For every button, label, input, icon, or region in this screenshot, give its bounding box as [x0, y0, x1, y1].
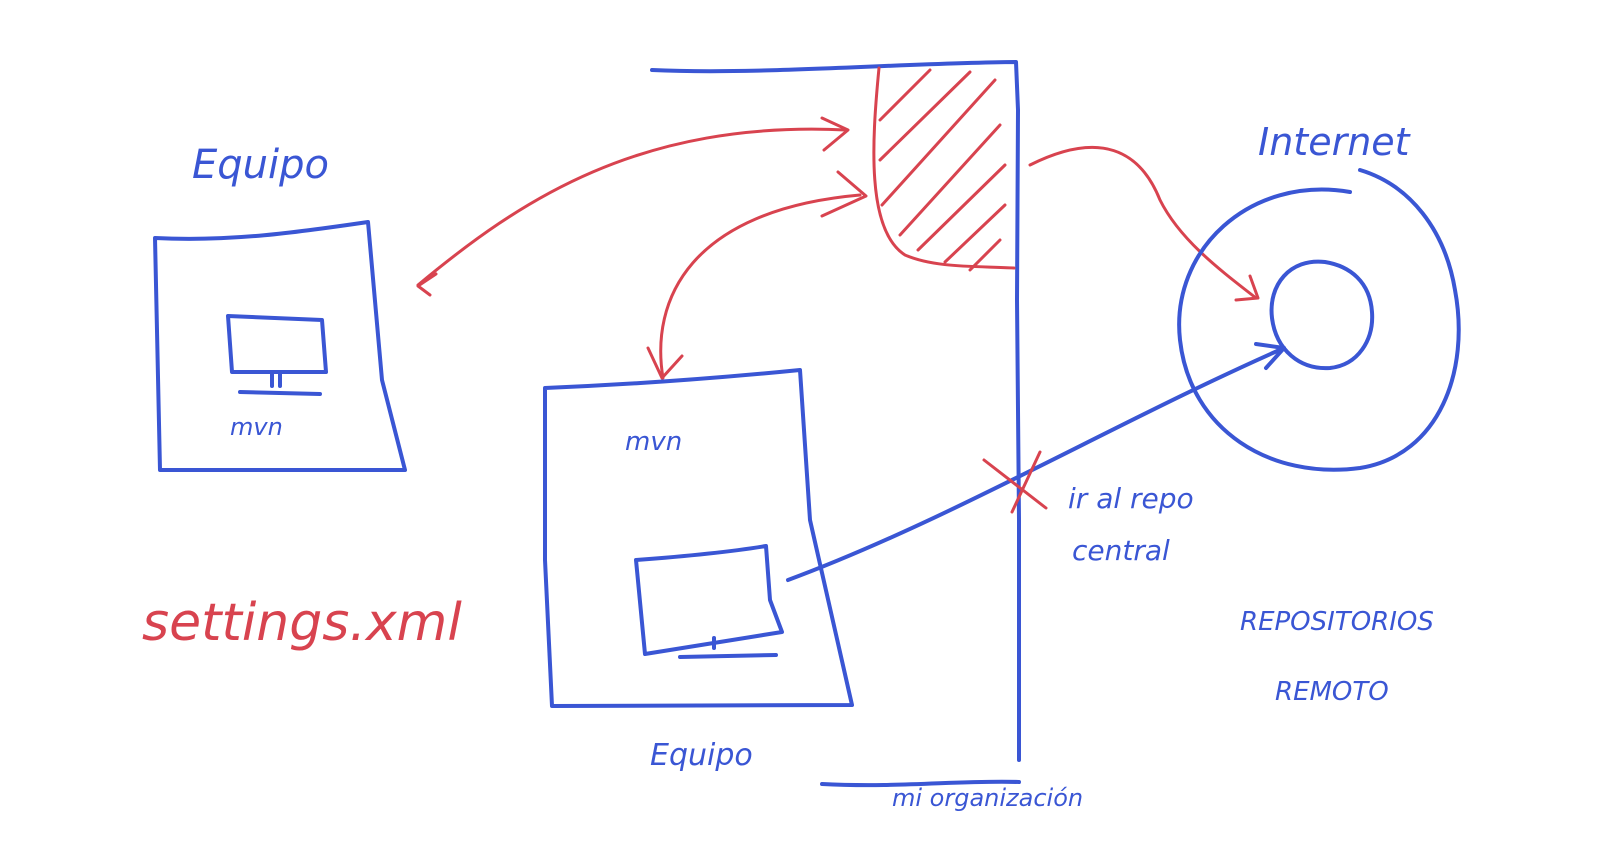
equipo-center-mvn-label: mvn — [625, 427, 682, 457]
blocked-note-line1: ir al repo — [1068, 482, 1194, 515]
equipo-left-title: Equipo — [192, 142, 329, 188]
organization-label: mi organización — [892, 784, 1083, 812]
arrow-equipo-left-proxy — [416, 116, 850, 297]
remote-repos-label-line1: REPOSITORIOS — [1240, 607, 1434, 637]
proxy-repository-hatched — [872, 66, 1016, 272]
internet-label: Internet — [1258, 120, 1412, 164]
equipo-center — [543, 368, 854, 708]
blocked-x-mark — [982, 450, 1048, 514]
blocked-note-line2: central — [1072, 534, 1170, 567]
remote-repos-label-line2: REMOTO — [1275, 677, 1389, 707]
settings-file-label: settings.xml — [142, 593, 462, 653]
equipo-left — [153, 220, 407, 472]
arrow-proxy-internet — [1028, 145, 1260, 302]
organization-boundary — [650, 60, 1021, 788]
remote-repository-circles — [1177, 168, 1461, 472]
arrow-equipo-center-proxy — [646, 170, 868, 380]
equipo-center-caption: Equipo — [650, 738, 753, 773]
equipo-left-mvn-label: mvn — [230, 413, 283, 441]
arrow-blocked-direct — [786, 342, 1286, 582]
